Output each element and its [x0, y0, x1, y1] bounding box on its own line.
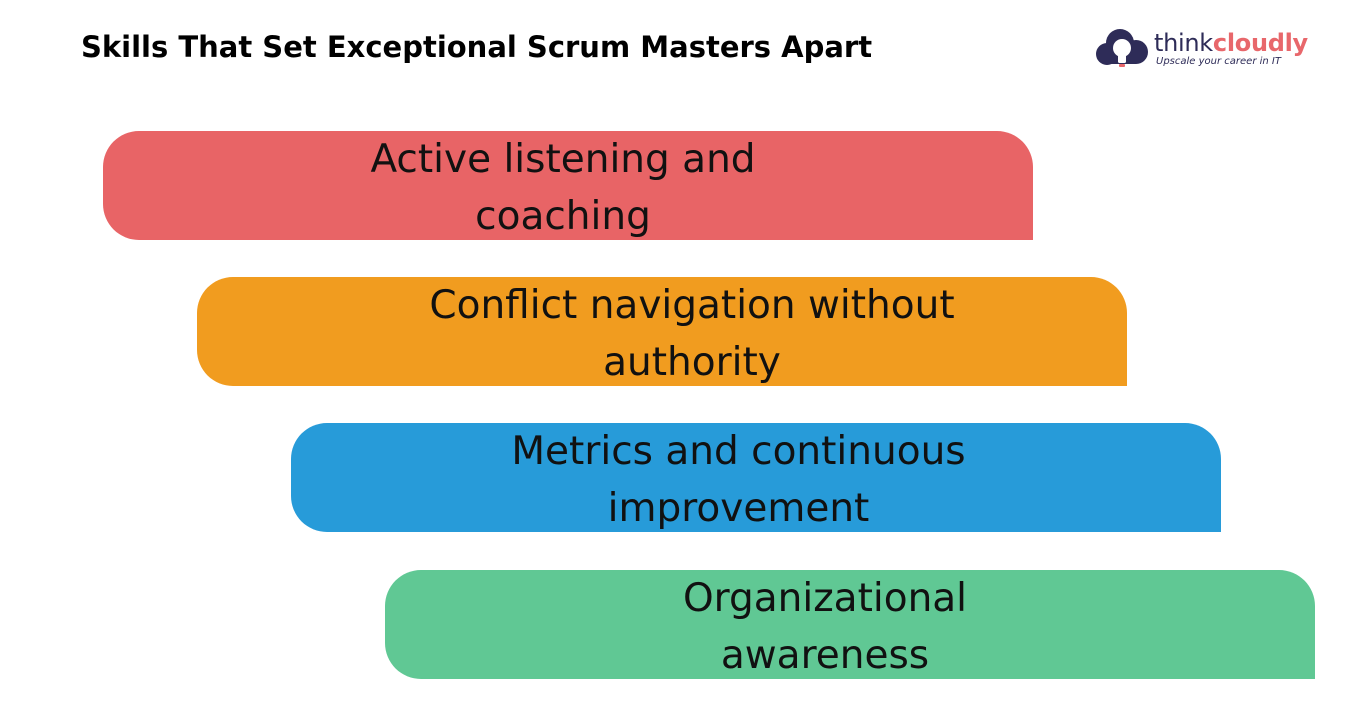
skill-label: Organizational awareness [682, 576, 968, 678]
skill-bar-conflict-navigation: Conflict navigation without authority [197, 277, 1127, 386]
skill-bar-active-listening: Active listening and coaching [103, 131, 1033, 240]
skill-label: Metrics and continuous improvement [511, 429, 966, 531]
brand-logo: thinkcloudly Upscale your career in IT [1094, 28, 1314, 72]
page-title: Skills That Set Exceptional Scrum Master… [81, 30, 873, 64]
logo-wordmark: thinkcloudly [1154, 29, 1308, 57]
skill-bar-organizational-awareness: Organizational awareness [385, 570, 1315, 679]
cloud-bulb-icon [1096, 29, 1148, 67]
skill-label: Conflict navigation without authority [429, 283, 955, 385]
logo-tagline: Upscale your career in IT [1156, 56, 1281, 67]
skill-bar-metrics: Metrics and continuous improvement [291, 423, 1221, 532]
skill-label: Active listening and coaching [370, 137, 756, 239]
